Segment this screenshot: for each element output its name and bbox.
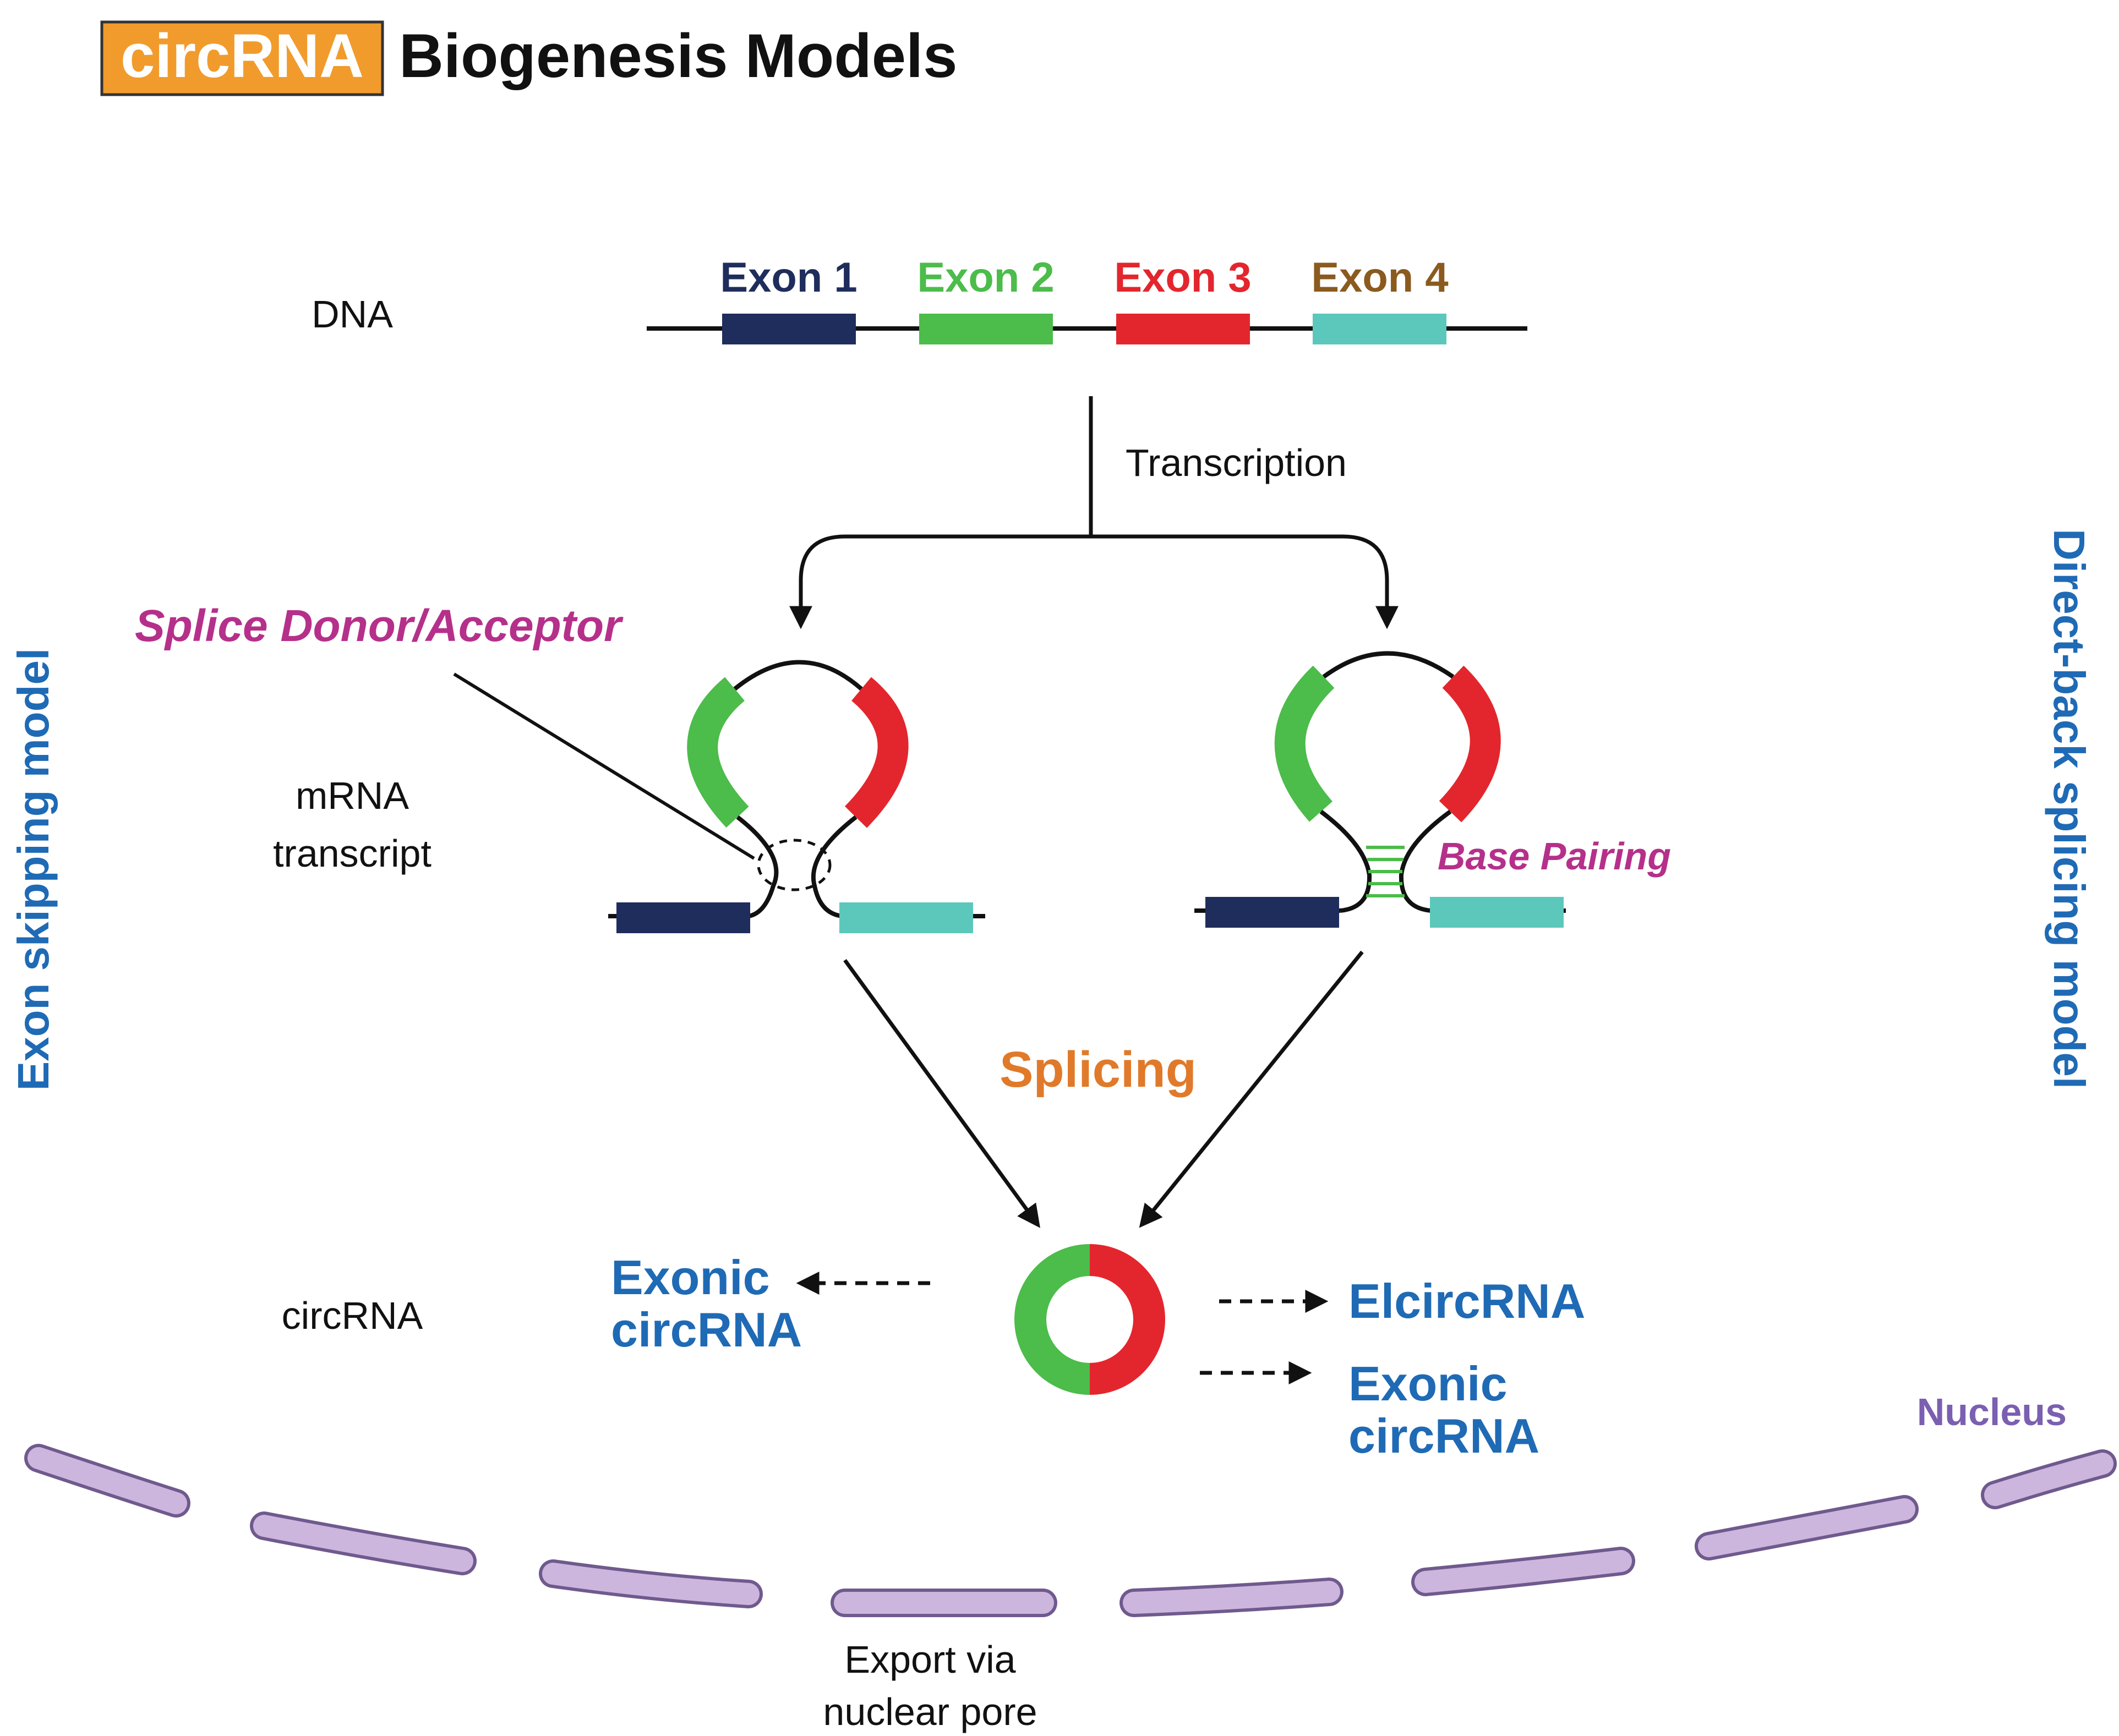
left-hairpin: Splice Donor/Acceptor	[135, 601, 985, 933]
branch-left-arrow	[789, 534, 1091, 629]
base-pairing-label: Base Pairing	[1438, 835, 1671, 878]
left-product-line1: Exonic	[611, 1250, 770, 1305]
base-pairing-rungs	[1366, 846, 1405, 897]
circrna-product: circRNA Exonic circRNA ElcircRNA Exonic …	[282, 1244, 1585, 1463]
exon-label-2: Exon 2	[917, 254, 1054, 301]
nuclear-membrane: Nucleus	[24, 1390, 2117, 1617]
splice-donor-pointer	[453, 672, 755, 860]
exon-label-1: Exon 1	[720, 254, 857, 301]
dna-row: DNA Exon 1 Exon 2 Exon 3 Exon 4	[312, 254, 1527, 344]
right-hairpin: Base Pairing	[1194, 651, 1671, 928]
dna-exon-2	[919, 314, 1053, 344]
splicing-arrow-left	[843, 959, 1040, 1228]
right-product-bottom-line1: Exonic	[1348, 1356, 1508, 1411]
dna-label: DNA	[312, 293, 393, 336]
exon-label-4: Exon 4	[1311, 254, 1448, 301]
right-hairpin-exon-2	[1274, 665, 1335, 822]
left-exon-1	[616, 902, 750, 933]
right-hairpin-exon-3	[1439, 665, 1501, 823]
left-stem-right	[811, 815, 858, 918]
page-title: Biogenesis Models	[399, 21, 957, 90]
splicing-arrows: Splicing	[843, 950, 1364, 1228]
splicing-arrow-right	[1139, 950, 1364, 1228]
splice-donor-label: Splice Donor/Acceptor	[135, 601, 624, 651]
splicing-label: Splicing	[1000, 1042, 1197, 1098]
right-exon-1	[1205, 897, 1339, 928]
right-stem-left	[1319, 809, 1372, 913]
mrna-label-line2: transcript	[273, 832, 432, 875]
title-group: circRNA Biogenesis Models	[100, 20, 957, 96]
left-hairpin-exon-3	[844, 677, 909, 828]
splice-site-marker	[757, 839, 832, 891]
exon-label-3: Exon 3	[1114, 254, 1251, 301]
dna-exon-4	[1313, 314, 1446, 344]
circrna-row-label: circRNA	[282, 1294, 423, 1337]
left-intron-loop	[733, 660, 863, 691]
transcription-label: Transcription	[1126, 441, 1347, 484]
nucleus-label: Nucleus	[1917, 1390, 2067, 1433]
dna-exon-1	[722, 314, 856, 344]
right-model-label: Direct-back splicing model	[2045, 529, 2094, 1089]
left-stem-left	[736, 815, 779, 918]
left-hairpin-exon-2	[687, 677, 749, 828]
branch-right-arrow	[1091, 534, 1399, 629]
title-badge	[100, 20, 384, 96]
mrna-label-line1: mRNA	[296, 774, 409, 817]
left-model-label: Exon skipping model	[9, 648, 58, 1091]
right-stem-right	[1399, 809, 1452, 913]
transcription-branch: Transcription	[789, 396, 1399, 629]
title-badge-text: circRNA	[121, 21, 364, 90]
circle-half-exon-2	[1014, 1244, 1090, 1395]
right-product-bottom-line2: circRNA	[1348, 1409, 1539, 1463]
dna-exon-3	[1116, 314, 1250, 344]
left-exon-4	[839, 902, 973, 933]
export-label-line1: Export via	[844, 1638, 1015, 1681]
left-product-line2: circRNA	[611, 1302, 802, 1357]
right-product-top: ElcircRNA	[1348, 1274, 1585, 1328]
right-intron-loop	[1322, 651, 1455, 679]
right-exon-4	[1430, 897, 1564, 928]
circle-half-exon-3	[1089, 1244, 1165, 1395]
export-label-line2: nuclear pore	[823, 1690, 1037, 1733]
